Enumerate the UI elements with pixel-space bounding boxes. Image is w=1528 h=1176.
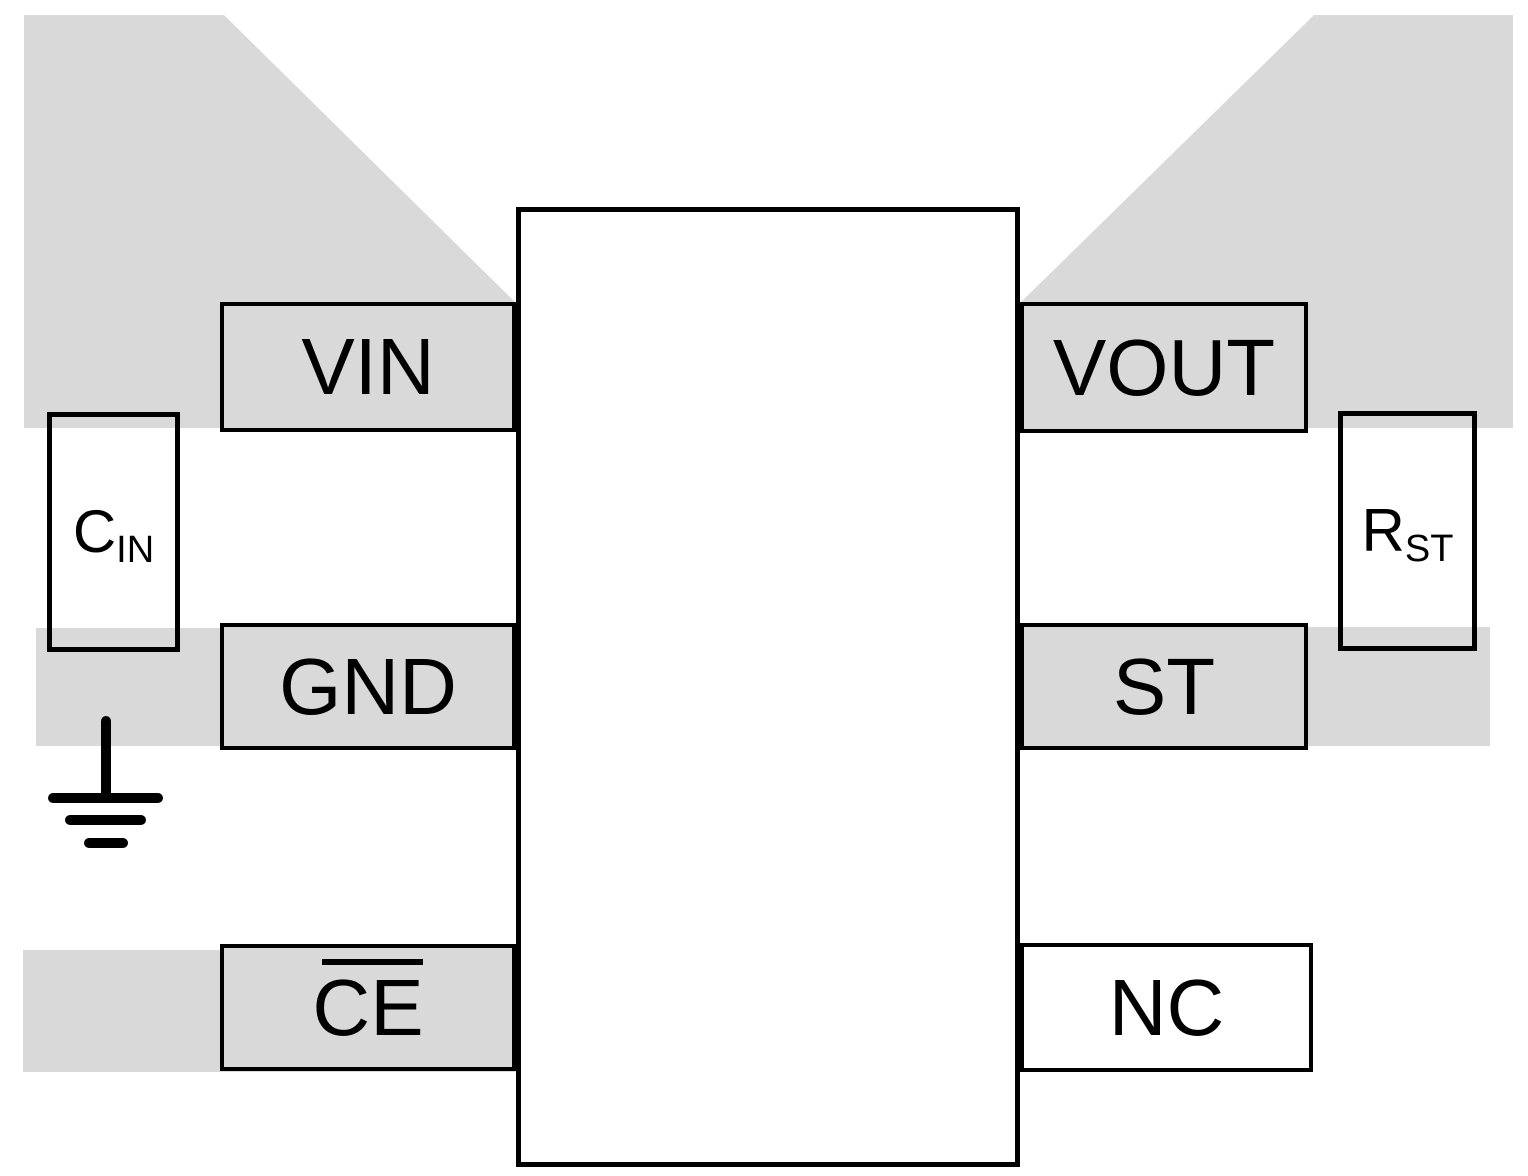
pin-st-label: ST [1112, 641, 1216, 731]
ce-overline [322, 959, 423, 965]
pin-vout: VOUT [1020, 302, 1308, 433]
pin-gnd: GND [220, 623, 516, 750]
resistor-rst: R ST [1338, 411, 1477, 651]
pin-ce-label: CE [312, 962, 424, 1052]
ground-symbol-icon [48, 716, 163, 848]
pin-st: ST [1020, 623, 1308, 750]
pin-nc-label: NC [1108, 962, 1225, 1052]
capacitor-cin: C IN [47, 412, 180, 652]
pin-vin-label: VIN [301, 322, 435, 411]
pin-vout-label: VOUT [1052, 322, 1276, 412]
pin-vin: VIN [220, 302, 516, 432]
capacitor-cin-label: C IN [72, 498, 155, 571]
resistor-rst-label: R ST [1361, 497, 1454, 570]
ic-body [516, 207, 1020, 1167]
pin-nc: NC [1020, 943, 1313, 1072]
pin-gnd-label: GND [279, 641, 457, 731]
pin-ce: CE [220, 944, 516, 1071]
